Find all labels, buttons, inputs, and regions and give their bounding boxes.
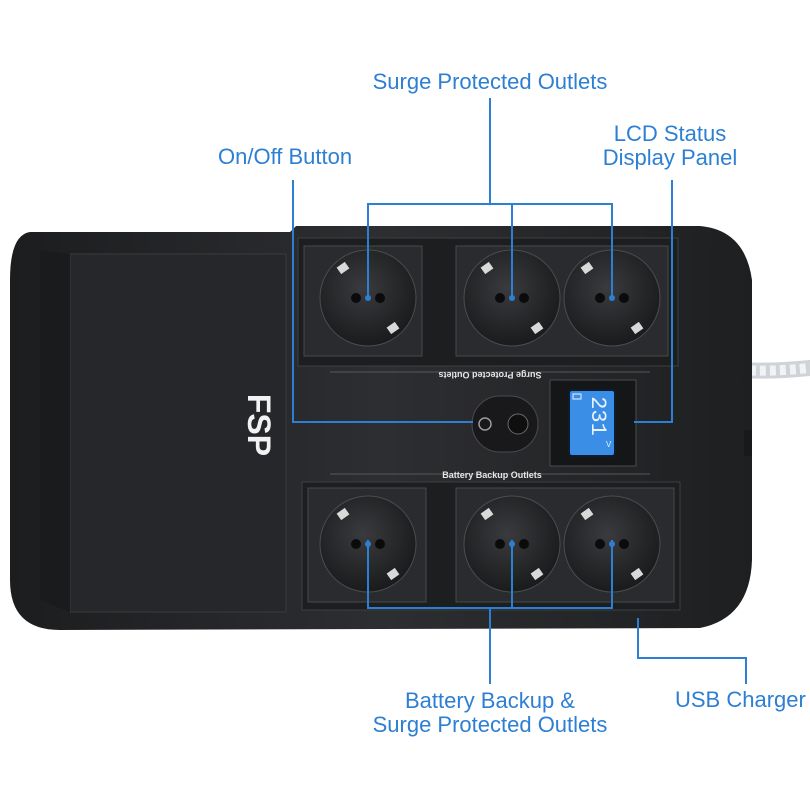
lcd-unit: V: [606, 440, 612, 449]
callout-usb-charger: USB Charger: [675, 687, 806, 712]
panel-label-surge: Surge Protected Outlets: [438, 370, 541, 380]
callout-on-off: On/Off Button: [218, 144, 353, 169]
callout-surge-protected: Surge Protected Outlets: [372, 69, 608, 94]
surge-outlet-3: [563, 249, 661, 347]
leader-lines: [292, 98, 747, 684]
panel-label-backup: Battery Backup Outlets: [442, 470, 542, 480]
power-icon: [507, 413, 529, 435]
callout-lcd-line1: LCD Status: [613, 121, 727, 146]
callout-battery-backup: Battery Backup & Surge Protected Outlets: [340, 689, 640, 737]
lcd-display: 231 V: [549, 379, 637, 467]
callout-backup-line1: Battery Backup &: [405, 688, 575, 713]
callout-lcd-status: LCD Status Display Panel: [580, 122, 760, 170]
callout-backup-line2: Surge Protected Outlets: [372, 712, 608, 737]
callout-lcd-line2: Display Panel: [602, 145, 738, 170]
brand-logo: FSP: [241, 394, 277, 456]
battery-icon: [572, 393, 582, 400]
power-button[interactable]: [471, 395, 539, 453]
lcd-reading: 231: [585, 396, 610, 436]
